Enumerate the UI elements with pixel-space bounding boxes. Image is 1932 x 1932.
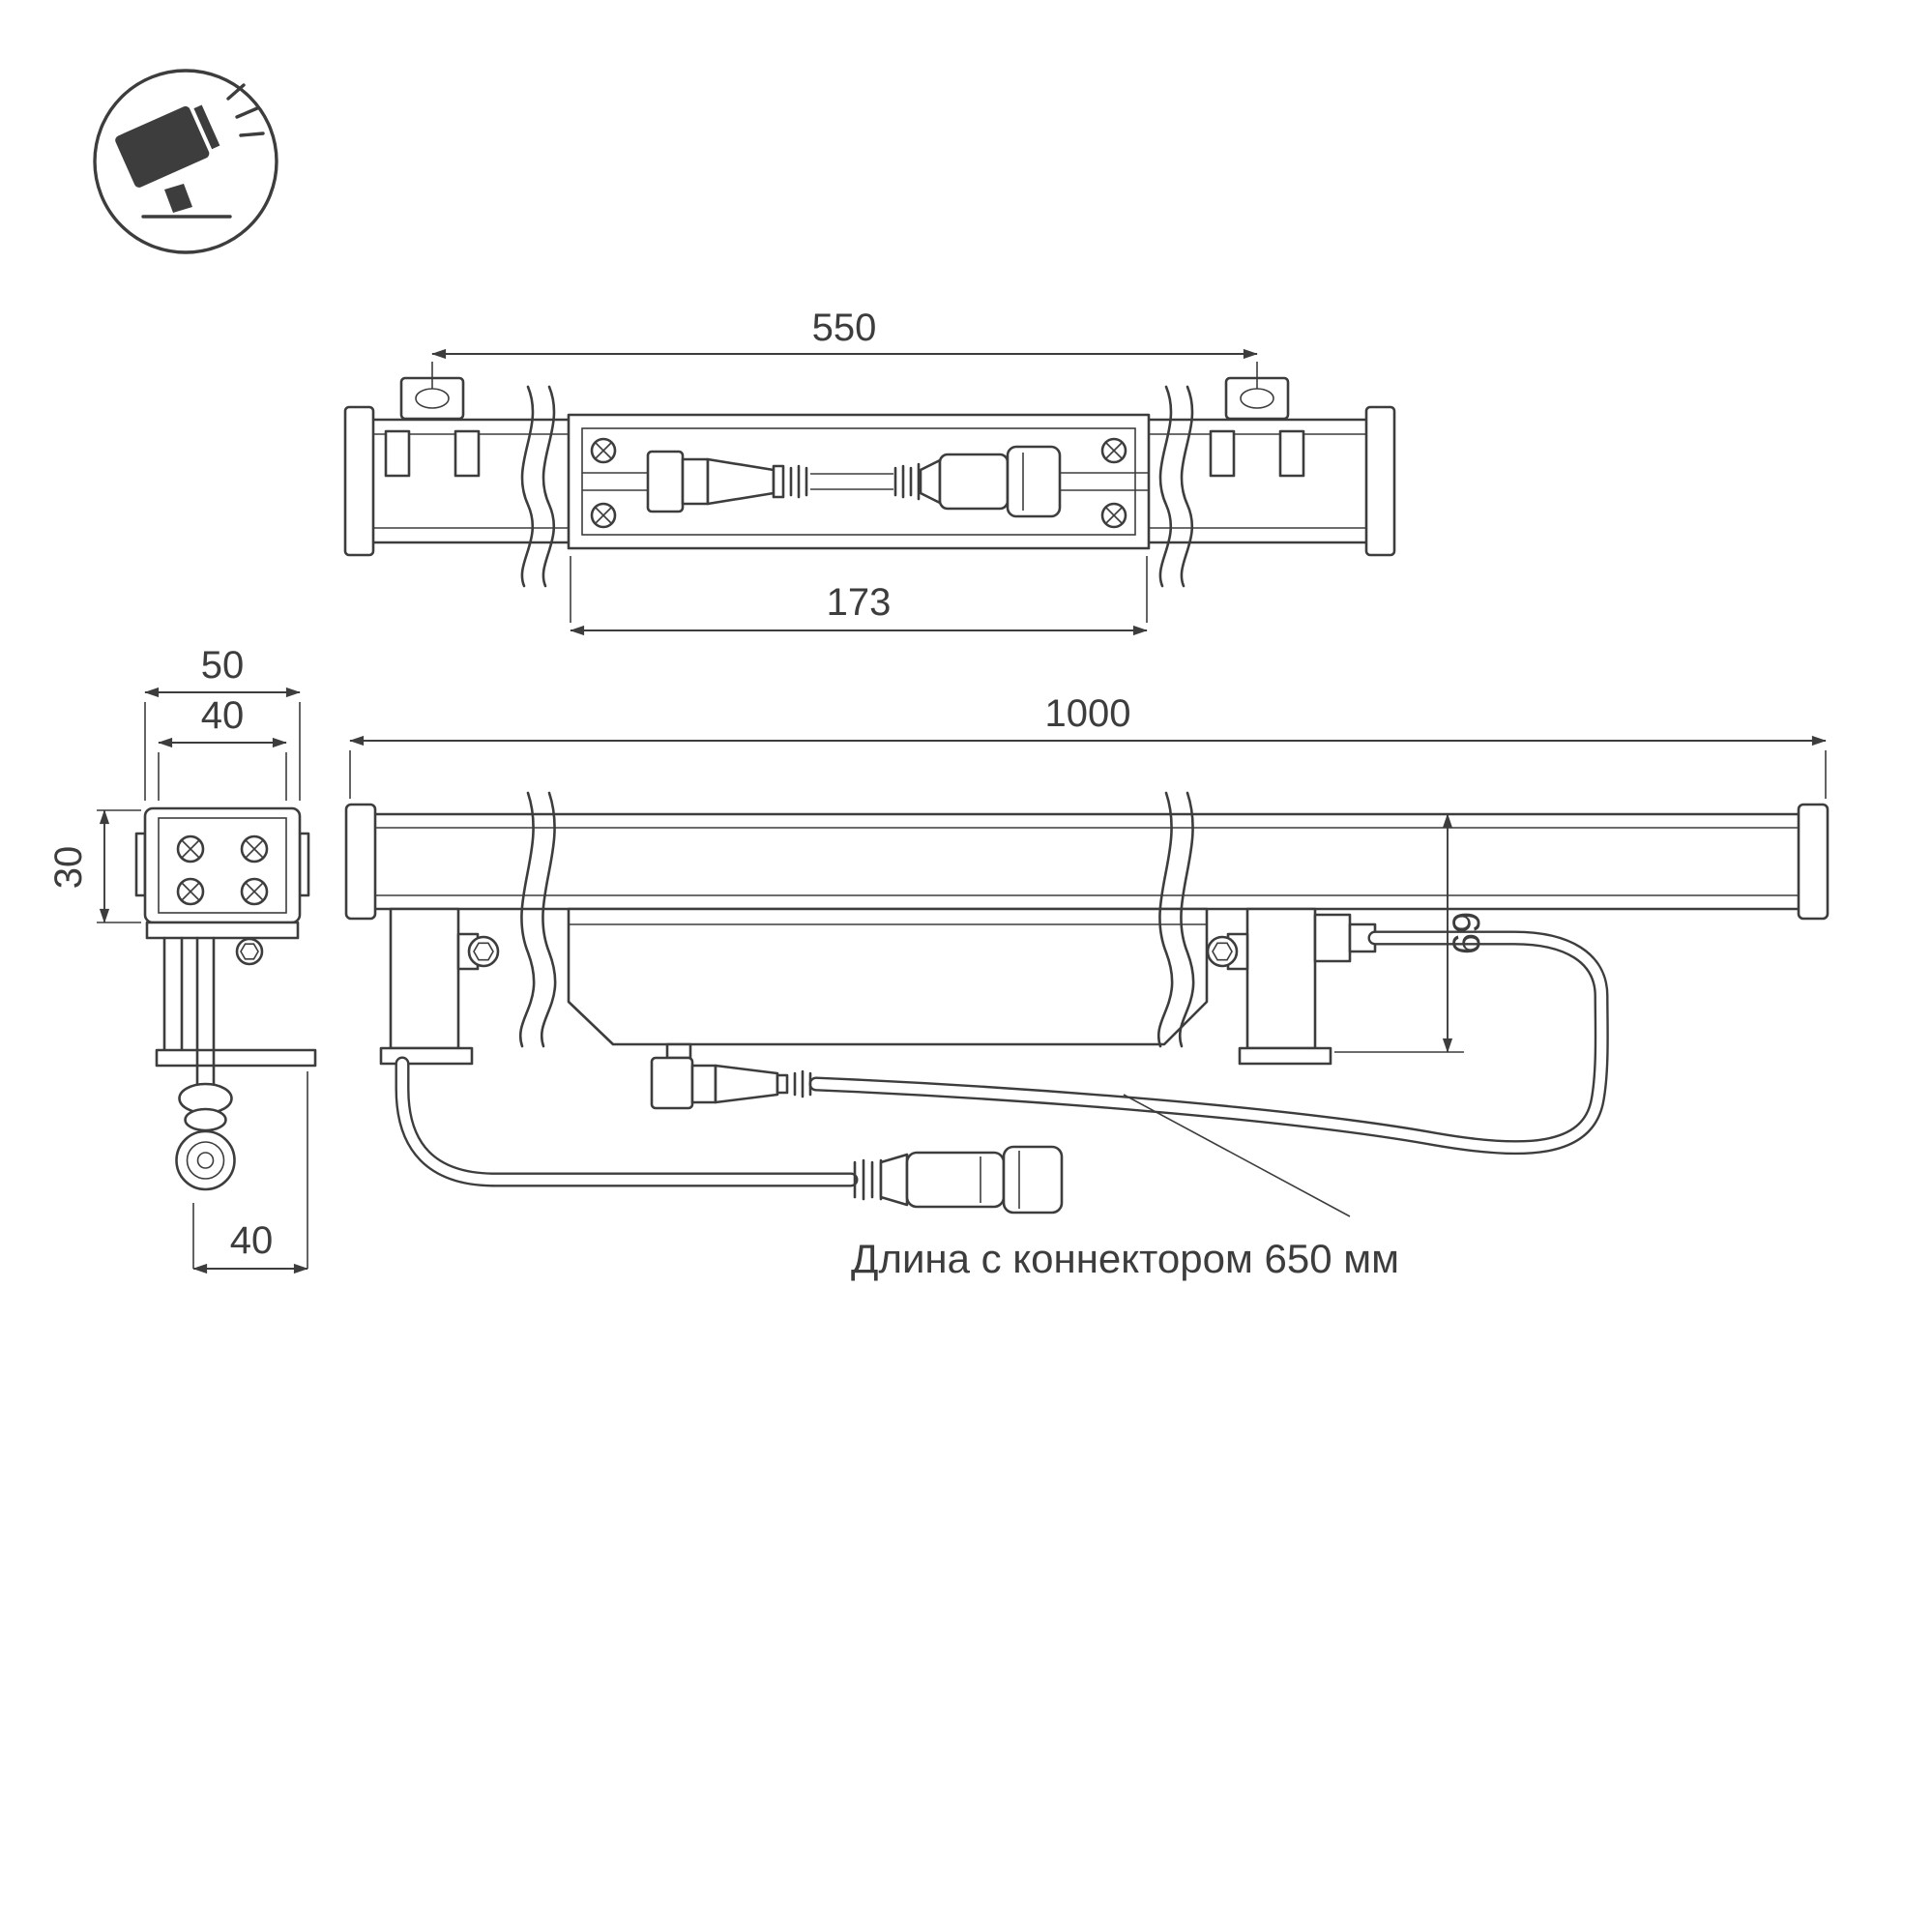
dim-label-40-bottom: 40 (230, 1219, 274, 1262)
dim-label-69: 69 (1446, 912, 1488, 955)
break-lines (520, 385, 1194, 588)
end-cap-right (1364, 405, 1396, 557)
connector-icon (853, 1145, 1064, 1215)
end-view: 50 40 (47, 644, 317, 1274)
cable-with-connector (395, 1056, 1064, 1215)
dimension-30: 30 (47, 809, 141, 923)
screw-icon (1100, 502, 1127, 529)
cable-gland (1313, 913, 1352, 963)
side-view-bracket-right (1206, 907, 1377, 1066)
end-cap-left (343, 405, 375, 557)
pivot-knob-icon (235, 937, 264, 966)
side-view: 1000 (344, 692, 1830, 1281)
dim-label-173: 173 (827, 581, 892, 624)
top-view-connector-pair (582, 445, 1149, 518)
top-view-bracket-right (1209, 376, 1305, 478)
end-cap-right (1797, 803, 1830, 921)
dimension-550: 550 (431, 307, 1258, 389)
dim-label-40-top: 40 (201, 694, 245, 737)
side-view-tube (344, 803, 1830, 921)
screw-icon (240, 877, 269, 906)
end-view-cap (134, 806, 310, 924)
cable-to-gland (650, 930, 1609, 1156)
end-cap-left (344, 803, 377, 921)
pivot-knob-icon (467, 935, 500, 968)
dimension-173: 173 (570, 556, 1148, 636)
dimension-1000: 1000 (349, 692, 1827, 799)
floodlight-icon (93, 69, 278, 254)
cable-length-note: Длина с коннектором 650 мм (851, 1094, 1399, 1281)
dimension-40-bottom: 40 (192, 1071, 308, 1274)
icon-circle (93, 69, 278, 254)
top-view-bracket-left (384, 376, 481, 478)
screw-icon (590, 502, 617, 529)
end-view-bracket (145, 921, 317, 1068)
screw-icon (1100, 437, 1127, 464)
end-view-cable-connector (175, 936, 236, 1191)
screw-icon (240, 834, 269, 864)
dimension-69: 69 (1334, 813, 1488, 1053)
leader-line (1123, 1094, 1351, 1217)
screw-icon (176, 877, 205, 906)
dimension-50: 50 (144, 644, 301, 801)
break-lines (519, 791, 1195, 1048)
dim-label-1000: 1000 (1045, 692, 1131, 735)
dim-label-550: 550 (812, 307, 877, 349)
dimension-40-top: 40 (158, 694, 287, 801)
dim-label-30: 30 (47, 846, 90, 890)
light-rays-icon (226, 83, 265, 137)
floodlight-body-icon (115, 104, 220, 188)
pivot-knob-icon (1206, 935, 1239, 968)
top-view: 550 173 (343, 307, 1396, 636)
connector-pair-icon (650, 1042, 812, 1110)
side-view-driver-body (567, 907, 1209, 1046)
screw-icon (590, 437, 617, 464)
note-text: Длина с коннектором 650 мм (851, 1236, 1399, 1281)
dim-label-50: 50 (201, 644, 245, 687)
screw-icon (176, 834, 205, 864)
side-view-bracket-left (379, 907, 500, 1066)
floodlight-stand-icon (164, 184, 192, 213)
